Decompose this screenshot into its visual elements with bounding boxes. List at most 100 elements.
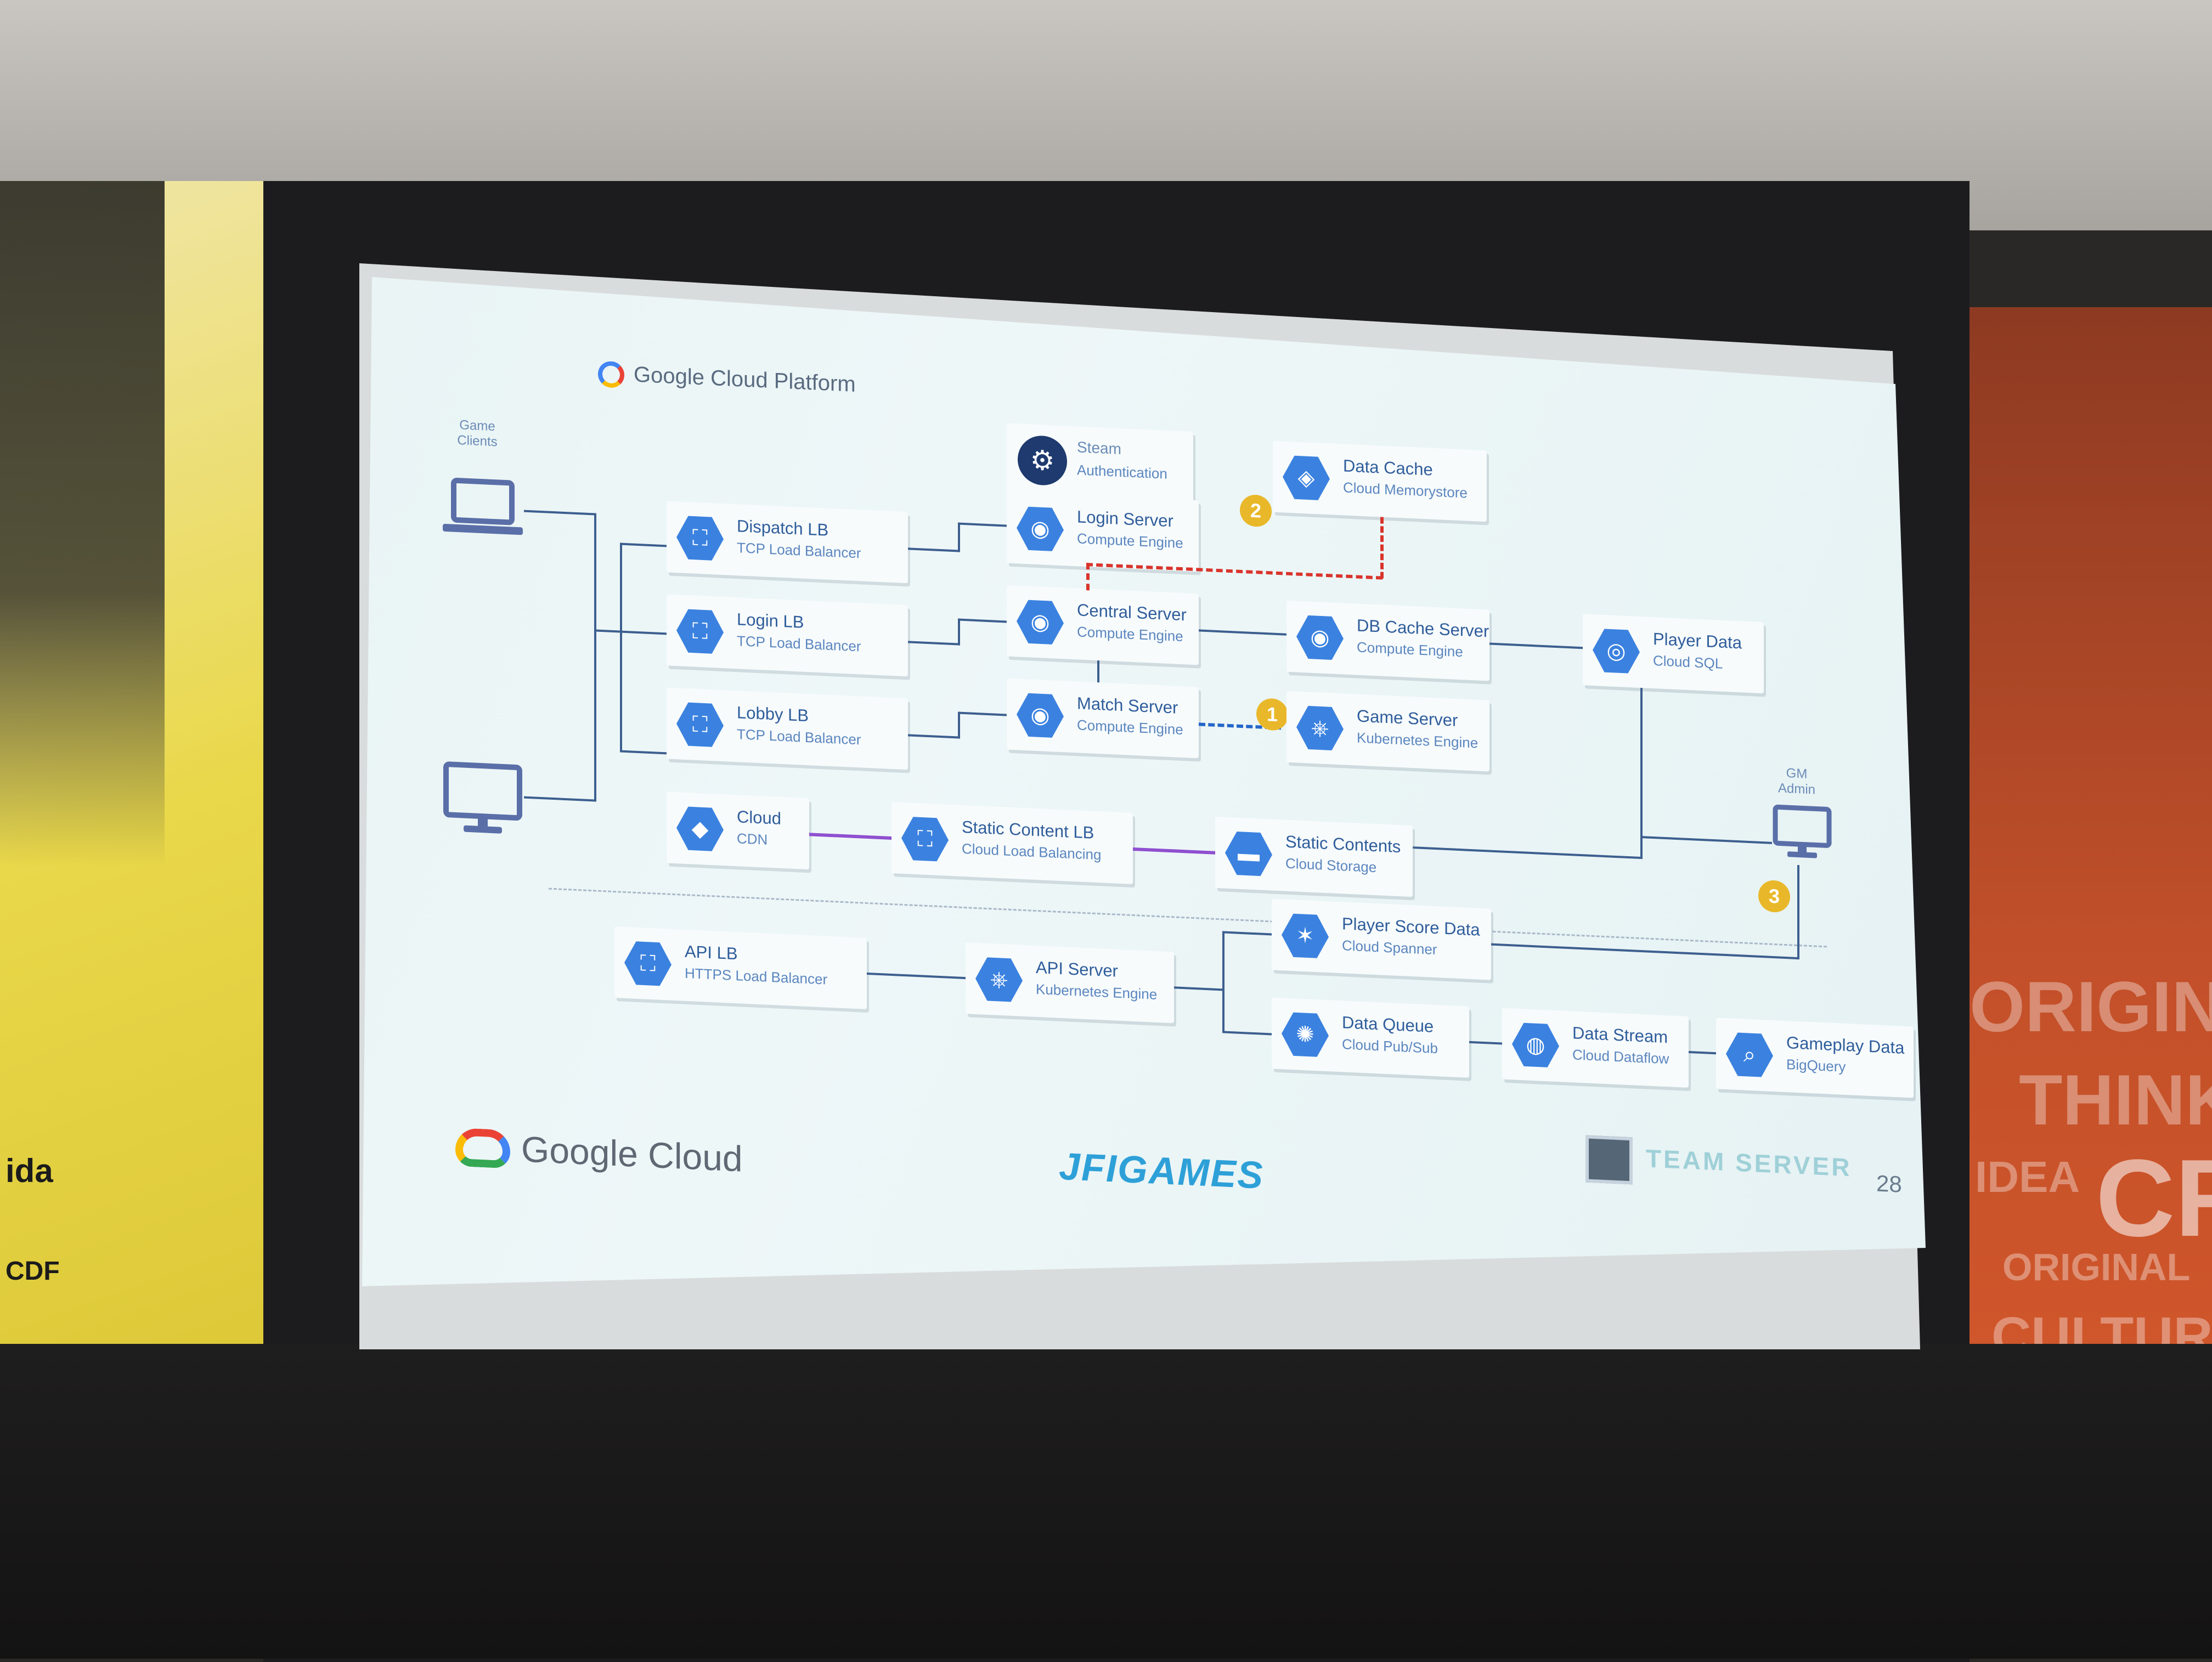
node-title: Login Server [1077, 507, 1173, 531]
node-subtitle: Compute Engine [1077, 530, 1183, 552]
node-title: Cloud [737, 807, 781, 828]
architecture-diagram: Google Cloud Platform Game Clients ⛶ Dis… [384, 307, 1915, 1286]
cloud-sql-icon: ◎ [1593, 626, 1640, 676]
gameplay-data-node: ⌕ Gameplay Data BigQuery [1716, 1017, 1914, 1098]
node-subtitle: Cloud Load Balancing [962, 840, 1102, 863]
db-cache-server-node: ◉ DB Cache Server Compute Engine [1286, 600, 1489, 681]
data-cache-node: ◈ Data Cache Cloud Memorystore [1273, 440, 1487, 522]
memorystore-icon: ◈ [1283, 453, 1330, 502]
node-title: Lobby LB [737, 703, 809, 726]
node-subtitle: Authentication [1077, 461, 1167, 482]
load-balancer-icon: ⛶ [901, 815, 949, 864]
match-server-node: ◉ Match Server Compute Engine [1007, 678, 1199, 759]
right-banner-word-original: ORIGINAL [2002, 1246, 2191, 1288]
gcp-logo-icon [598, 360, 624, 388]
data-stream-node: ◍ Data Stream Cloud Dataflow [1502, 1008, 1689, 1088]
node-title: Data Stream [1572, 1023, 1668, 1047]
node-subtitle: HTTPS Load Balancer [685, 964, 828, 988]
node-subtitle: Cloud Storage [1285, 855, 1377, 876]
data-queue-node: ✺ Data Queue Cloud Pub/Sub [1272, 997, 1469, 1078]
compute-engine-icon: ◉ [1017, 504, 1064, 553]
desktop-icon [442, 760, 524, 843]
node-subtitle: Kubernetes Engine [1036, 980, 1158, 1003]
node-subtitle: Cloud SQL [1653, 652, 1723, 672]
left-banner-logo-text: CDF [5, 1257, 60, 1286]
node-subtitle: Compute Engine [1357, 638, 1463, 660]
static-content-lb-node: ⛶ Static Content LB Cloud Load Balancing [891, 802, 1133, 884]
central-server-node: ◉ Central Server Compute Engine [1007, 585, 1199, 665]
game-server-node: ⎈ Game Server Kubernetes Engine [1286, 691, 1489, 772]
lobby-lb-node: ⛶ Lobby LB TCP Load Balancer [667, 687, 908, 770]
node-title: Steam [1077, 438, 1121, 458]
pubsub-icon: ✺ [1282, 1010, 1329, 1059]
node-title: Dispatch LB [737, 516, 829, 540]
node-title: Gameplay Data [1786, 1033, 1905, 1058]
node-title: Data Queue [1342, 1013, 1434, 1036]
team-server-logo-text: TEAM SERVER [1646, 1144, 1852, 1182]
api-lb-node: ⛶ API LB HTTPS Load Balancer [614, 926, 867, 1009]
node-subtitle: TCP Load Balancer [737, 726, 861, 748]
node-title: Player Score Data [1342, 914, 1480, 940]
node-title: Data Cache [1343, 456, 1433, 479]
login-lb-node: ⛶ Login LB TCP Load Balancer [667, 594, 908, 677]
team-server-logo-icon [1585, 1135, 1633, 1185]
node-subtitle: Cloud Pub/Sub [1342, 1036, 1438, 1057]
node-title: Static Contents [1285, 832, 1401, 857]
dispatch-lb-node: ⛶ Dispatch LB TCP Load Balancer [667, 501, 908, 584]
cloud-storage-icon: ▬ [1225, 829, 1272, 879]
load-balancer-icon: ⛶ [676, 700, 724, 749]
player-score-data-node: ✶ Player Score Data Cloud Spanner [1272, 898, 1491, 980]
api-server-node: ⎈ API Server Kubernetes Engine [966, 942, 1174, 1024]
google-cloud-footer-text: Google Cloud [521, 1128, 743, 1179]
google-cloud-logo-icon [455, 1127, 510, 1169]
jf-games-logo: JFIGAMES [1059, 1144, 1264, 1197]
step-badge-2: 2 [1240, 494, 1272, 528]
step-badge-3: 3 [1758, 879, 1790, 913]
kubernetes-icon: ⎈ [1296, 704, 1344, 753]
node-subtitle: Compute Engine [1077, 623, 1183, 645]
node-subtitle: TCP Load Balancer [737, 632, 861, 655]
compute-engine-icon: ◉ [1296, 613, 1344, 663]
admin-monitor-icon [1772, 804, 1832, 869]
static-contents-node: ▬ Static Contents Cloud Storage [1215, 816, 1413, 897]
right-banner-word-idea: IDEA [1975, 1152, 2080, 1201]
node-title: Player Data [1653, 629, 1742, 653]
floor-shadow [0, 1344, 2212, 1659]
node-subtitle: Cloud Memorystore [1343, 479, 1468, 501]
left-banner-graphic [0, 181, 165, 867]
node-title: Central Server [1077, 600, 1187, 625]
node-subtitle: BigQuery [1786, 1056, 1846, 1075]
right-banner-word-cr: CR [2096, 1137, 2212, 1259]
node-title: API LB [685, 941, 738, 964]
cdn-icon: ◆ [676, 804, 724, 853]
compute-engine-icon: ◉ [1017, 597, 1064, 647]
node-title: Login LB [737, 609, 804, 632]
right-event-banner [1970, 307, 2212, 1492]
right-banner-word-origin: ORIGIN [1970, 966, 2212, 1047]
login-server-node: ◉ Login Server Compute Engine [1007, 491, 1199, 572]
load-balancer-icon: ⛶ [624, 939, 672, 988]
node-subtitle: Cloud Spanner [1342, 937, 1437, 958]
node-subtitle: CDN [737, 830, 768, 848]
laptop-icon [442, 474, 524, 547]
node-title: DB Cache Server [1357, 615, 1489, 641]
gcp-header-title: Google Cloud Platform [634, 362, 856, 397]
node-title: Game Server [1357, 706, 1458, 730]
player-data-node: ◎ Player Data Cloud SQL [1583, 614, 1764, 694]
cloud-cdn-node: ◆ Cloud CDN [667, 792, 809, 870]
node-subtitle: Kubernetes Engine [1357, 729, 1479, 751]
steam-icon: ⚙ [1018, 434, 1067, 487]
node-subtitle: TCP Load Balancer [737, 539, 861, 562]
node-title: Static Content LB [962, 817, 1094, 843]
gm-admin-label: GM Admin [1778, 766, 1816, 798]
load-balancer-icon: ⛶ [676, 513, 724, 563]
page-number: 28 [1876, 1170, 1902, 1197]
node-title: Match Server [1077, 693, 1178, 717]
node-subtitle: Cloud Dataflow [1572, 1046, 1669, 1067]
compute-engine-icon: ◉ [1017, 691, 1064, 740]
node-subtitle: Compute Engine [1077, 716, 1183, 738]
cloud-spanner-icon: ✶ [1282, 911, 1329, 960]
node-title: API Server [1036, 957, 1118, 981]
cache-dashed-link [1086, 563, 1383, 580]
